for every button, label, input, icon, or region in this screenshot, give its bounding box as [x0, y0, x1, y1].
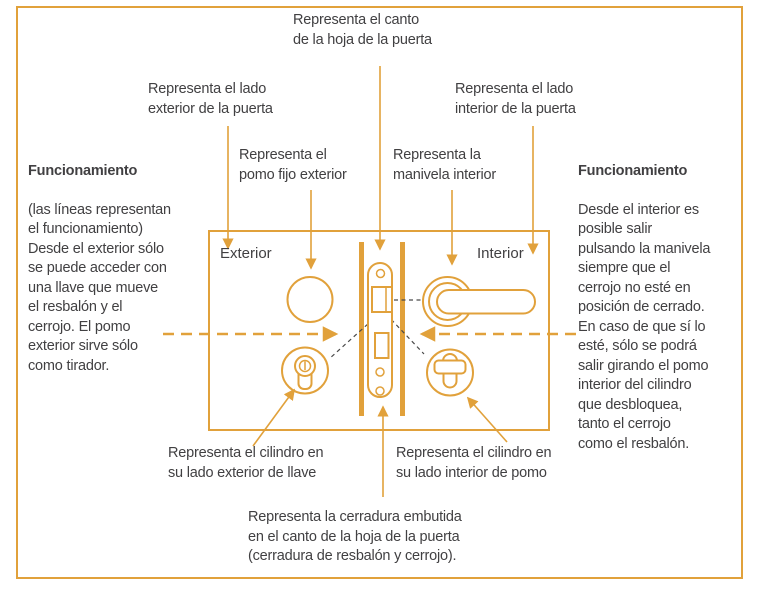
funcionamiento-exterior-body: (las líneas representan el funcionamient… — [28, 201, 171, 374]
label-cerradura: Representa la cerradura embutida en el c… — [248, 509, 462, 564]
deadbolt-cerrojo — [374, 332, 390, 359]
label-cilindro-exterior: Representa el cilindro en su lado exteri… — [168, 445, 324, 481]
door-side-interior-label: Interior — [477, 245, 524, 262]
funcionamiento-interior-body: Desde el interior es posible salir pulsa… — [578, 201, 711, 452]
screw-hole-middle — [375, 367, 385, 377]
label-cilindro-interior: Representa el cilindro en su lado interi… — [396, 445, 552, 481]
funcionamiento-exterior-block: Funcionamiento (las líneas representan e… — [28, 142, 171, 396]
label-manivela: Representa la manivela interior — [393, 147, 496, 183]
latch-resbalon — [371, 286, 393, 313]
funcionamiento-interior-block: Funcionamiento Desde el interior es posi… — [578, 142, 710, 474]
thumbturn-top-bump — [442, 353, 458, 362]
cylinder-keyway-ring — [298, 359, 312, 373]
lock-faceplate — [367, 262, 393, 398]
label-pomo-fijo: Representa el pomo fijo exterior — [239, 147, 347, 183]
label-lado-exterior: Representa el lado exterior de la puerta — [148, 81, 273, 117]
door-face-outline — [208, 230, 550, 431]
arrow-cilindro-exterior — [252, 388, 295, 447]
interior-thumbturn — [426, 348, 474, 397]
label-lado-interior: Representa el lado interior de la puerta — [455, 81, 576, 117]
label-canto: Representa el canto de la hoja de la pue… — [293, 12, 432, 48]
thumbturn-wing — [433, 359, 467, 375]
funcionamiento-interior-heading: Funcionamiento — [578, 162, 688, 179]
screw-hole-top — [375, 268, 386, 279]
door-leaf-edge-right — [400, 242, 405, 416]
exterior-cylinder — [281, 346, 329, 395]
handle-lever — [436, 289, 536, 315]
page-border — [16, 6, 743, 579]
funcionamiento-exterior-heading: Funcionamiento — [28, 162, 138, 179]
thumbturn-stem — [442, 372, 458, 389]
door-side-exterior-label: Exterior — [220, 245, 272, 262]
screw-hole-bottom — [375, 386, 385, 396]
interior-handle — [422, 276, 536, 327]
exterior-knob-circle — [286, 276, 334, 323]
arrow-cilindro-interior — [466, 396, 508, 443]
